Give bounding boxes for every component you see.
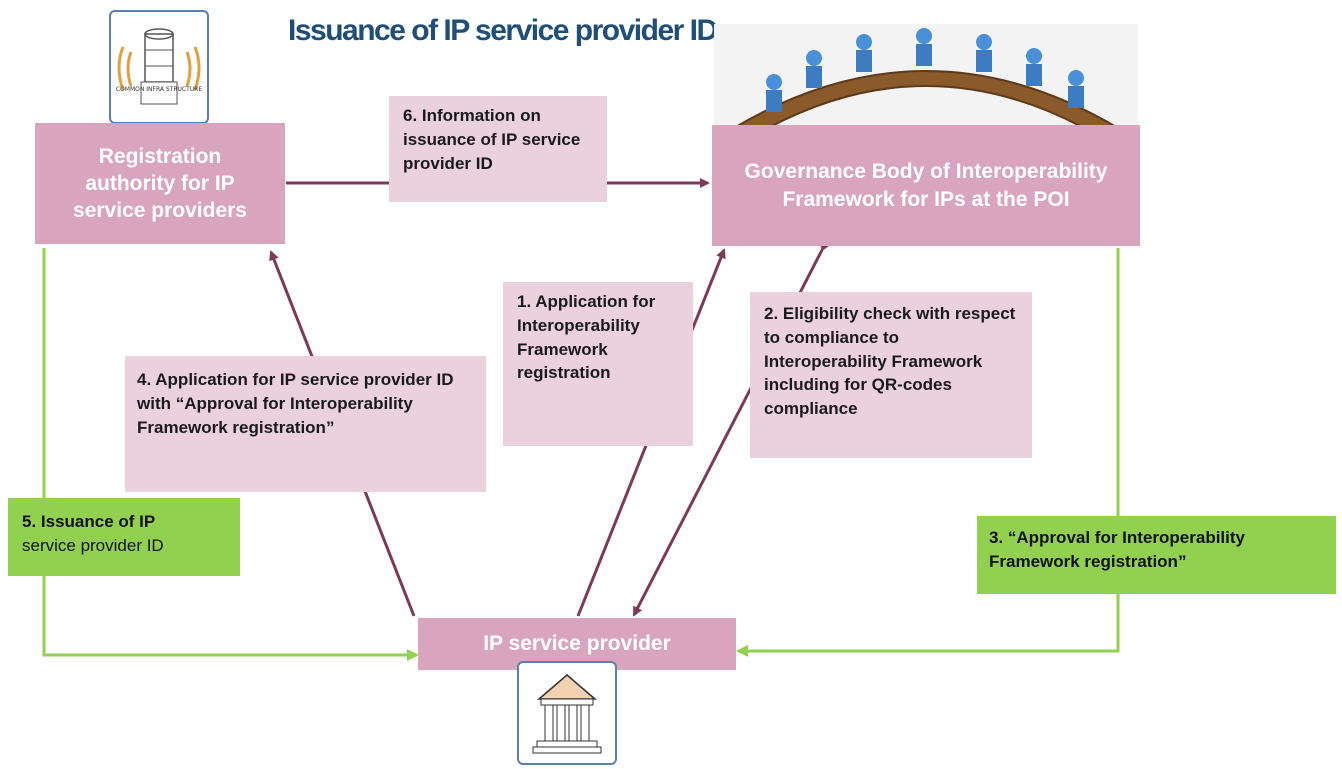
bank-building-icon: [517, 661, 617, 765]
step2-note: 2. Eligibility check with respect to com…: [750, 292, 1032, 458]
step4-note: 4. Application for IP service provider I…: [125, 356, 486, 492]
step4-text: 4. Application for IP service provider I…: [137, 370, 454, 437]
step6-note: 6. Information on issuance of IP service…: [389, 96, 607, 202]
governance-body-box: Governance Body of Interoperability Fram…: [712, 125, 1140, 246]
step2-text: 2. Eligibility check with respect to com…: [764, 304, 1016, 419]
step6-text: 6. Information on issuance of IP service…: [403, 106, 581, 173]
step1-text: 1. Application for Interoperability Fram…: [517, 292, 656, 383]
ip-service-provider-box: IP service provider: [418, 618, 736, 670]
step5-note: 5. Issuance of IP service provider ID: [8, 498, 240, 576]
step5-title: 5. Issuance of IP: [22, 512, 156, 531]
page-title: Issuance of IP service provider ID: [288, 14, 718, 47]
step1-note: 1. Application for Interoperability Fram…: [503, 282, 693, 446]
ip-service-provider-label: IP service provider: [483, 632, 671, 656]
registration-authority-label: Registration authority for IP service pr…: [73, 144, 247, 223]
svg-text:COMMON INFRA STRUCTURE: COMMON INFRA STRUCTURE: [116, 86, 202, 93]
step3-note: 3. “Approval for Interoperability Framew…: [977, 516, 1336, 594]
common-infra-structure-icon: COMMON INFRA STRUCTURE: [109, 10, 209, 124]
arrow-step3: [736, 248, 1120, 657]
registration-authority-box: Registration authority for IP service pr…: [35, 123, 285, 244]
step5-text: service provider ID: [22, 535, 164, 555]
arrow-step5: [42, 248, 419, 661]
meeting-table-icon: [714, 24, 1138, 129]
step3-text: 3. “Approval for Interoperability Framew…: [989, 528, 1245, 571]
governance-body-label: Governance Body of Interoperability Fram…: [744, 160, 1108, 211]
